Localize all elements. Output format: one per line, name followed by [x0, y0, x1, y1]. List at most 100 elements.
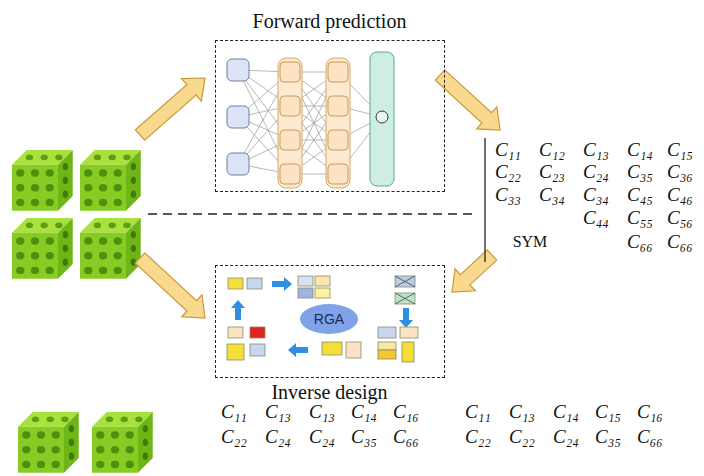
lattice-hole: [109, 154, 116, 160]
lattice-hole: [22, 446, 30, 453]
matrix-entry: C₃₄: [539, 184, 565, 206]
lattice-hole: [131, 245, 136, 252]
dashed-panel: Inverse designRGA: [215, 265, 445, 378]
lattice-hole: [114, 184, 122, 191]
lattice-hole: [135, 416, 142, 422]
matrix-entry: C₁₁: [465, 401, 491, 423]
cube-face: [12, 165, 58, 211]
cross-mark: [395, 293, 415, 304]
nn-output-node: [376, 111, 388, 123]
lattice-hole: [123, 222, 130, 228]
lattice-hole: [96, 461, 104, 468]
lattice-hole: [126, 446, 134, 453]
nn-hidden-layer: [326, 58, 350, 188]
matrix-entry: C₁₃: [309, 401, 335, 423]
lattice-hole: [46, 267, 54, 274]
lattice-hole: [41, 222, 48, 228]
lattice-hole: [131, 190, 136, 197]
nn-hidden-node: [328, 164, 348, 184]
matrix-entry: C₁₄: [351, 401, 377, 423]
matrix-entry: C₂₄: [265, 426, 291, 448]
gene-block: [250, 344, 265, 356]
lattice-hole: [131, 177, 136, 184]
nn-hidden-node: [280, 130, 300, 150]
lattice-hole: [94, 154, 101, 160]
lattice-cube: [12, 150, 73, 211]
gene-block: [322, 342, 342, 355]
lattice-hole: [84, 252, 92, 259]
matrix-entry: C₅₆: [667, 207, 693, 229]
lattice-hole: [84, 184, 92, 191]
matrix-entry: C₁₆: [393, 401, 419, 423]
lattice-hole: [84, 169, 92, 176]
lattice-hole: [131, 258, 136, 265]
lattice-hole: [22, 431, 30, 438]
lattice-hole: [126, 461, 134, 468]
lattice-hole: [31, 184, 39, 191]
lattice-hole: [31, 199, 39, 206]
cycle-arrow: [399, 308, 413, 328]
gene-block: [228, 278, 243, 289]
gene-block: [402, 342, 414, 362]
cycle-arrow: [288, 343, 308, 357]
nn-hidden-node: [328, 130, 348, 150]
cube-face: [92, 427, 138, 473]
cube-face: [18, 427, 64, 473]
algorithm-label: RGA: [314, 311, 344, 327]
nn-hidden-node: [328, 96, 348, 116]
gene-block: [395, 293, 415, 304]
dashed-panel: Forward prediction: [215, 40, 445, 192]
gene-block: [395, 276, 415, 287]
lattice-hole: [32, 416, 39, 422]
matrix-entry: C₃₄: [583, 184, 609, 206]
matrix-entry: C₂₂: [465, 426, 491, 448]
lattice-hole: [143, 439, 148, 446]
matrix-entry: C₂₄: [553, 426, 579, 448]
ellipse-shape: [300, 304, 358, 334]
matrix-entry: C₁₃: [509, 401, 535, 423]
lattice-hole: [16, 237, 24, 244]
lattice-hole: [26, 154, 33, 160]
nn-output-layer: [370, 52, 394, 186]
lattice-hole: [84, 237, 92, 244]
gene-block: [250, 327, 265, 338]
lattice-hole: [69, 439, 74, 446]
lattice-hole: [46, 184, 54, 191]
gene-block: [298, 288, 313, 298]
separator-line: [148, 213, 472, 214]
nn-hidden-node: [280, 62, 300, 82]
gene-block: [400, 327, 418, 338]
flow-arrow: [135, 78, 205, 140]
cycle-arrow: [272, 277, 292, 291]
nn-input-node: [227, 153, 249, 175]
lattice-hole: [99, 267, 107, 274]
gene-block: [378, 327, 396, 338]
lattice-hole: [84, 267, 92, 274]
lattice-hole: [63, 177, 68, 184]
matrix-entry: C₃₅: [595, 426, 621, 448]
lattice-cube: [12, 218, 73, 279]
lattice-hole: [31, 267, 39, 274]
matrix-entry: C₃₃: [495, 184, 521, 206]
gene-block: [378, 350, 396, 359]
matrix-entry: C₁₃: [265, 401, 291, 423]
lattice-hole: [69, 452, 74, 459]
cube-face: [80, 165, 126, 211]
lattice-hole: [16, 199, 24, 206]
flow-arrow: [452, 250, 497, 292]
lattice-hole: [111, 461, 119, 468]
lattice-hole: [99, 184, 107, 191]
nn-input-node: [227, 59, 249, 81]
matrix-entry: C₅₅: [627, 207, 653, 229]
lattice-hole: [111, 431, 119, 438]
matrix-entry: C₁₁: [221, 401, 247, 423]
gene-block: [247, 278, 262, 289]
ga-ellipse: RGA: [299, 303, 359, 335]
lattice-cube: [80, 150, 141, 211]
lattice-cube: [80, 218, 141, 279]
lattice-hole: [114, 237, 122, 244]
lattice-cube: [18, 412, 79, 473]
nn-hidden-node: [280, 164, 300, 184]
lattice-hole: [46, 237, 54, 244]
matrix-entry: C₄₅: [627, 184, 653, 206]
